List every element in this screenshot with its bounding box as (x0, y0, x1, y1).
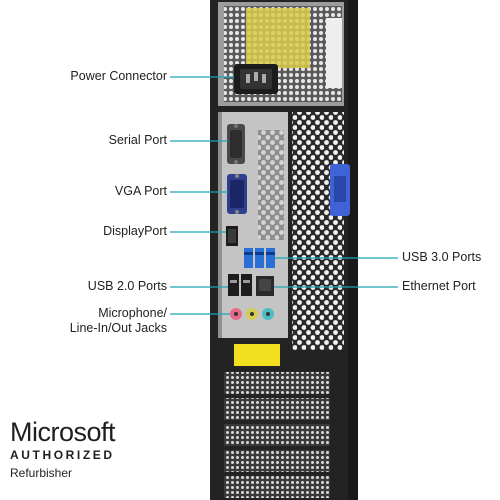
expansion-slot-icon (224, 372, 330, 498)
usb-2-ports (228, 274, 252, 296)
label-vga-port: VGA Port (114, 184, 167, 198)
label-microphone-jacks: Microphone/ Line-In/Out Jacks (69, 306, 167, 335)
io-panel-shadow (218, 112, 222, 338)
label-serial-port: Serial Port (108, 133, 167, 147)
callout-lines (170, 76, 398, 315)
label-power-connector: Power Connector (70, 69, 167, 83)
logo-authorized: AUTHORIZED (10, 448, 115, 462)
label-usb-2-ports: USB 2.0 Ports (87, 279, 167, 293)
release-latch-grip (334, 176, 346, 202)
power-socket-icon (234, 64, 278, 94)
serial-port-icon (227, 124, 245, 164)
label-ethernet-port: Ethernet Port (402, 279, 476, 293)
chassis-edge (348, 0, 358, 500)
logo-microsoft: Microsoft (10, 417, 116, 447)
vent-grill-icon (292, 112, 344, 350)
vent-grill-center (258, 130, 284, 240)
yellow-tag (234, 344, 280, 366)
ethernet-port-icon (256, 276, 274, 296)
microsoft-authorized-refurbisher-logo: Microsoft AUTHORIZED Refurbisher (10, 418, 130, 496)
vga-port-icon (227, 174, 247, 214)
displayport-icon (226, 226, 238, 246)
power-sticker (246, 8, 310, 68)
usb-3-ports (244, 248, 275, 268)
label-sticker (326, 18, 342, 88)
label-displayport: DisplayPort (103, 224, 167, 238)
audio-jack-icon (230, 308, 274, 320)
logo-refurbisher: Refurbisher (10, 466, 73, 480)
label-usb-3-ports: USB 3.0 Ports (402, 250, 482, 264)
